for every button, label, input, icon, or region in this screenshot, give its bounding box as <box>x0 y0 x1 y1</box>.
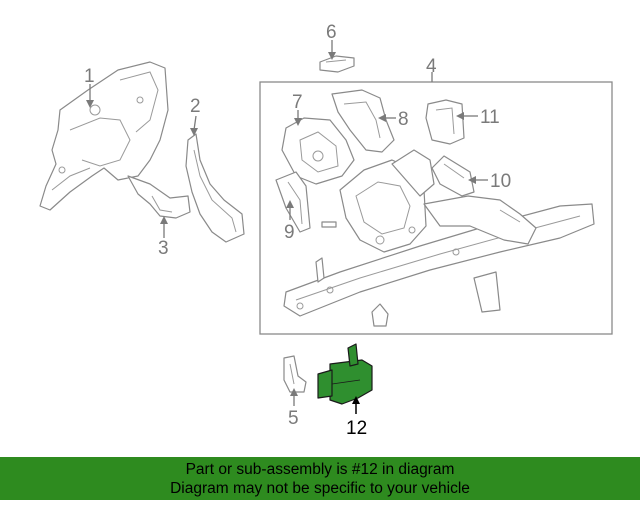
callout-2: 2 <box>190 96 201 117</box>
callout-7: 7 <box>292 92 303 113</box>
part-8-panel <box>331 89 395 153</box>
part-5-bracket <box>283 355 307 393</box>
small-plate <box>321 221 337 228</box>
part-10-bracket <box>431 155 475 197</box>
part-6-clip <box>319 55 355 73</box>
part-3-bracket <box>127 175 191 219</box>
callout-12: 12 <box>346 418 367 439</box>
banner-line-1: Part or sub-assembly is #12 in diagram <box>185 461 455 478</box>
callout-6: 6 <box>326 22 337 43</box>
part-11-bracket <box>425 99 465 145</box>
callout-3: 3 <box>158 238 169 259</box>
part-2-pillar <box>185 133 245 243</box>
callout-10: 10 <box>490 171 511 192</box>
frame-rail-assembly <box>283 149 595 327</box>
callout-5: 5 <box>288 408 299 429</box>
callout-8: 8 <box>398 109 409 130</box>
callout-4: 4 <box>426 56 437 77</box>
part-1-wheelhouse <box>39 61 169 211</box>
part-12-highlighted[interactable] <box>317 343 373 405</box>
callout-1: 1 <box>84 66 95 87</box>
callout-11: 11 <box>480 107 500 128</box>
leader-lines <box>86 40 488 414</box>
callout-9: 9 <box>284 222 295 243</box>
part-7-reinforcement <box>281 117 355 185</box>
banner-line-2: Diagram may not be specific to your vehi… <box>170 480 470 497</box>
assembly-4-box <box>259 81 613 335</box>
info-banner: Part or sub-assembly is #12 in diagram D… <box>0 457 640 500</box>
